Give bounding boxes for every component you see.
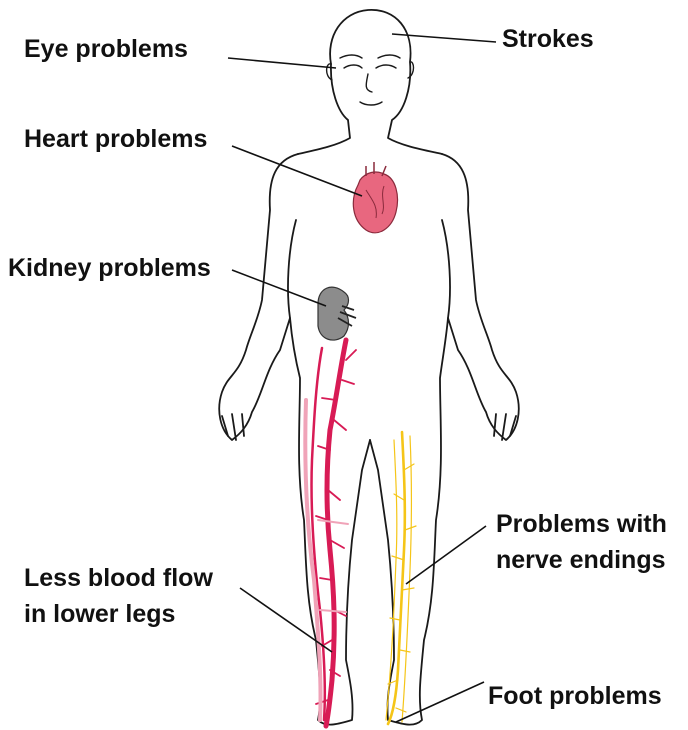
left-eye <box>344 65 362 68</box>
kidney-problems-label: Kidney problems <box>8 253 211 284</box>
right-eye <box>376 65 396 68</box>
heart-organ-icon <box>353 162 397 233</box>
mouth <box>360 102 382 105</box>
blood-flow-label-line2: in lower legs <box>24 599 175 630</box>
eye-pointer-line <box>228 58 336 68</box>
main-artery <box>326 340 346 726</box>
foot-problems-label: Foot problems <box>488 681 662 712</box>
heart-problems-label: Heart problems <box>24 124 207 155</box>
strokes-pointer-line <box>392 34 496 42</box>
nerve-endings-label-line1: Problems with <box>496 509 667 540</box>
strokes-label: Strokes <box>502 24 594 55</box>
head-outline <box>330 10 442 154</box>
pointer-lines <box>228 34 496 722</box>
nerve-endings-label-line2: nerve endings <box>496 545 666 576</box>
left-body-outline <box>219 154 370 725</box>
nose <box>366 74 372 92</box>
eye-problems-label: Eye problems <box>24 34 188 65</box>
blood-flow-label-line1: Less blood flow <box>24 563 213 594</box>
body-outline <box>219 10 519 725</box>
foot-pointer-line <box>396 682 484 722</box>
kidney-organ-icon <box>318 287 356 340</box>
face-details <box>327 55 414 105</box>
kidney-pointer-line <box>232 270 326 306</box>
nerve-pointer-line <box>406 526 486 584</box>
